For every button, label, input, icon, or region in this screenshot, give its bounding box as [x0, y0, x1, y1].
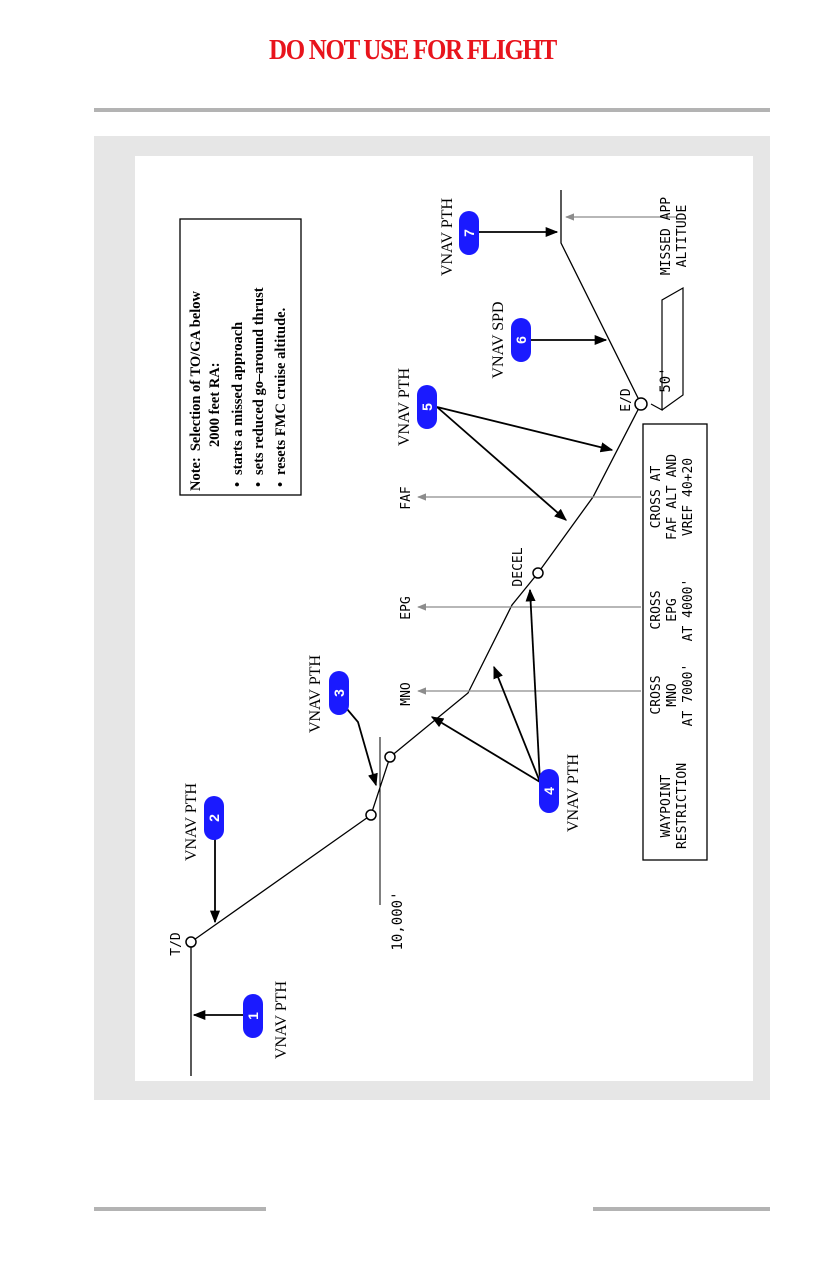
- note-bullet: resets FMC cruise altitude.: [273, 308, 289, 475]
- badge-4-mode: VNAV PTH: [565, 754, 582, 833]
- ten-thousand-label: 10,000': [390, 891, 406, 950]
- threshold-outline: [650, 286, 684, 412]
- svg-text:Note:Selection of TO/GA below: Note: Selection of TO/GA below: [188, 290, 204, 491]
- note-bullet: starts a missed approach: [230, 322, 246, 475]
- restriction-table: [642, 423, 708, 861]
- svg-text:7: 7: [461, 229, 477, 237]
- note-box: [179, 218, 302, 496]
- svg-text:5: 5: [419, 403, 435, 411]
- note-first-line: Selection of TO/GA below: [188, 290, 204, 451]
- top-divider: [94, 108, 770, 112]
- badge-4: 4: [539, 769, 559, 813]
- table-cell: CROSS: [649, 590, 664, 629]
- mode-badges: 1 2 3 4 5 6 7: [204, 211, 559, 1038]
- waypoint-faf: FAF: [399, 486, 414, 510]
- altitude-label: ALTITUDE: [675, 205, 690, 268]
- badge-2: 2: [204, 796, 224, 840]
- table-header: WAYPOINT: [659, 775, 674, 838]
- speed-restriction-circle: [365, 809, 377, 821]
- table-cell: CROSS: [649, 675, 664, 714]
- badge-6-mode: VNAV SPD: [490, 301, 507, 378]
- badge-5: 5: [417, 385, 437, 429]
- td-circle: [185, 936, 197, 948]
- ten-thousand-circle: [384, 751, 396, 763]
- waypoint-epg: EPG: [399, 596, 414, 620]
- note-bullet: sets reduced go–around thrust: [251, 287, 267, 475]
- footer-divider-right: [593, 1207, 770, 1211]
- svg-text:6: 6: [513, 336, 529, 344]
- badge-7: 7: [459, 211, 479, 255]
- table-cell: FAF ALT AND: [665, 454, 680, 540]
- mode-arrows: [192, 226, 614, 1021]
- svg-text:3: 3: [331, 689, 347, 697]
- badge-2-mode: VNAV PTH: [183, 783, 200, 862]
- svg-text:1: 1: [245, 1012, 261, 1020]
- table-cell: MNO: [665, 683, 680, 707]
- td-label: T/D: [169, 932, 184, 956]
- waypoint-mno: MNO: [399, 682, 414, 706]
- svg-text:2: 2: [206, 814, 222, 822]
- badge-mode-labels: VNAV PTH VNAV PTH VNAV PTH VNAV PTH VNAV…: [183, 198, 582, 1060]
- table-cell: EPG: [665, 598, 680, 622]
- badge-5-mode: VNAV PTH: [396, 368, 413, 447]
- table-cell: AT 4000': [681, 579, 696, 642]
- fifty-ft-label: 50': [658, 367, 674, 392]
- badge-3: 3: [329, 671, 349, 715]
- note-text: Note: Selection of TO/GA below 2000 feet …: [188, 287, 289, 491]
- path-labels: T/D E/D DECEL 10,000' 50' MISSED APP ALT…: [169, 197, 690, 956]
- waypoint-arrows: [417, 213, 677, 695]
- decel-label: DECEL: [511, 547, 526, 586]
- table-cell: CROSS AT: [649, 466, 664, 529]
- badge-6: 6: [511, 318, 531, 362]
- note-second-line: 2000 feet RA:: [207, 362, 223, 447]
- svg-text:4: 4: [541, 787, 557, 795]
- badge-7-mode: VNAV PTH: [439, 198, 456, 277]
- table-cell: VREF 40+20: [681, 458, 696, 536]
- badge-3-mode: VNAV PTH: [307, 655, 324, 734]
- ed-label: E/D: [619, 388, 634, 412]
- svg-text:•: •: [251, 482, 267, 487]
- svg-text:•: •: [230, 482, 246, 487]
- badge-1: 1: [243, 994, 263, 1038]
- table-cell: AT 7000': [681, 664, 696, 727]
- svg-text:•: •: [273, 482, 289, 487]
- footer-divider-left: [94, 1207, 266, 1211]
- decel-circle: [532, 567, 544, 579]
- restriction-table-text: WAYPOINT RESTRICTION CROSS MNO AT 7000' …: [649, 454, 696, 849]
- do-not-use-banner: DO NOT USE FOR FLIGHT: [268, 34, 557, 66]
- missed-app-label: MISSED APP: [659, 197, 674, 275]
- path-fix-circles: [185, 397, 648, 948]
- badge-1-mode: VNAV PTH: [273, 981, 290, 1060]
- descent-path: [190, 190, 642, 1076]
- table-header: RESTRICTION: [675, 763, 690, 849]
- ed-circle: [634, 397, 648, 411]
- note-label: Note:: [188, 457, 204, 491]
